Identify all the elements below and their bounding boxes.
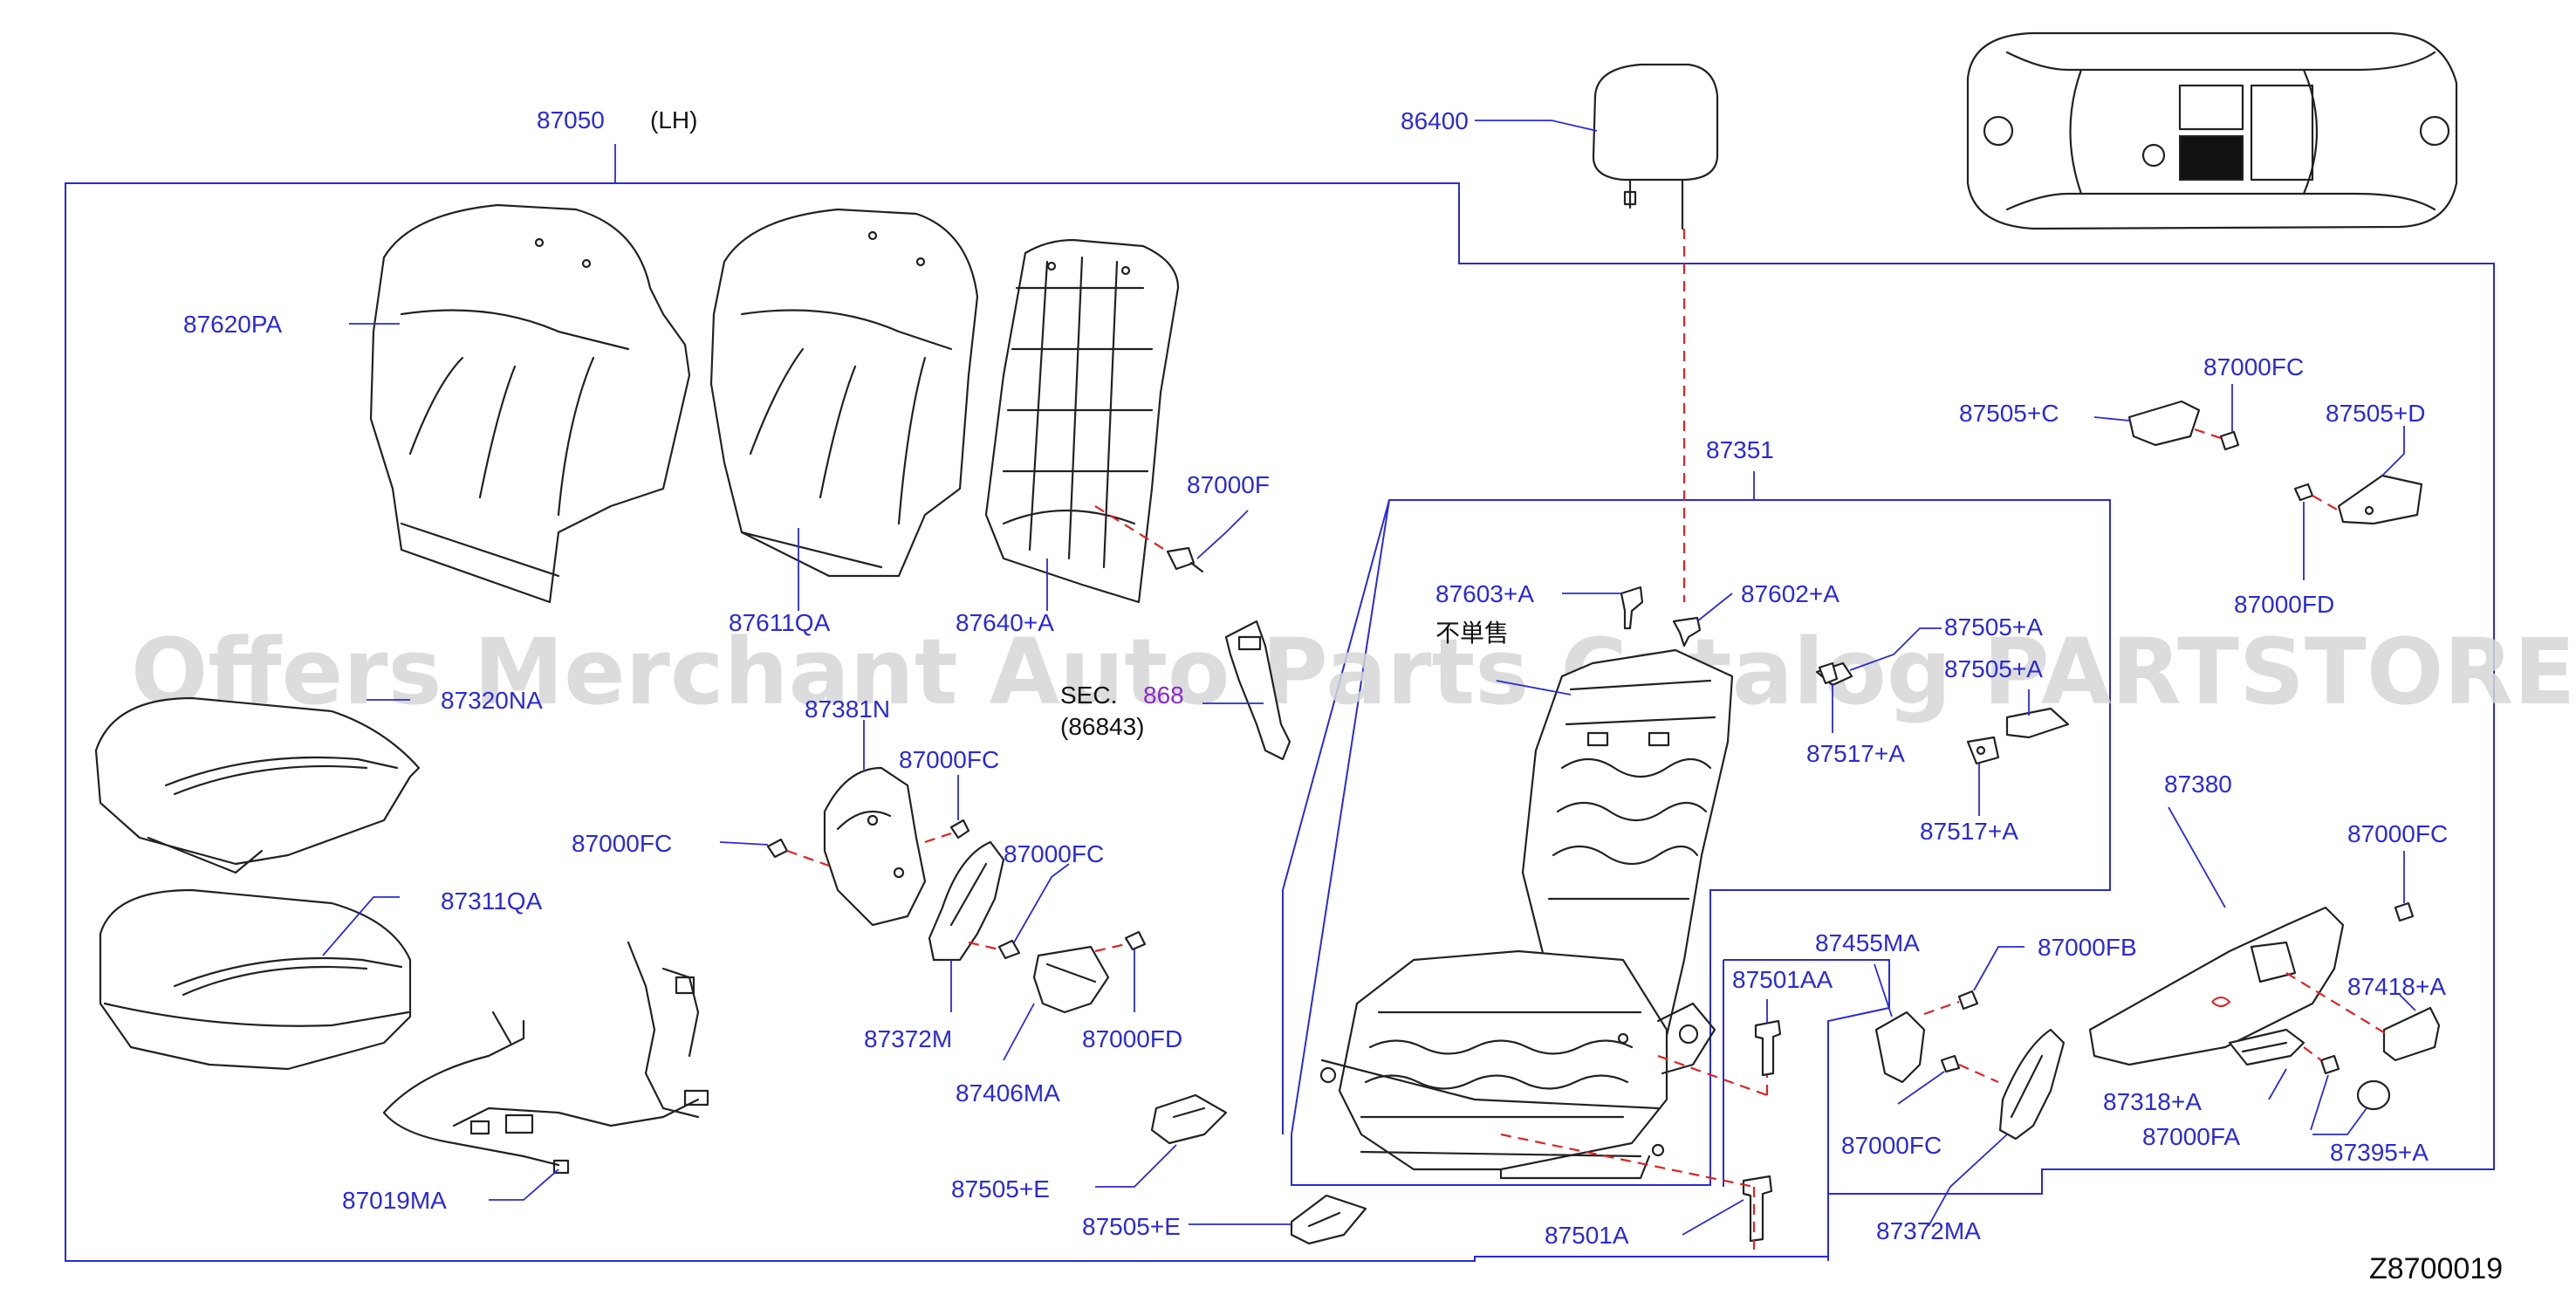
seat-frame-87351 [1319,648,1734,1180]
label-87000FA: 87000FA [2142,1123,2240,1150]
screw-87000FC-e [2394,851,2415,922]
screw-87000FB [1923,946,2024,1016]
knob-87418A [2285,972,2441,1062]
label-87372M: 87372M [864,1025,952,1052]
clip-87517A-b [1966,736,2000,816]
label-87320NA: 87320NA [441,687,543,714]
finisher-87381N [823,720,927,927]
label-sec-868: 868 [1143,682,1184,709]
clip-87505E-b [1189,1194,1367,1245]
lever-87372M [928,840,1005,1012]
harness-part [382,941,709,1201]
screw-87000FC-a [924,775,970,844]
label-87381N: 87381N [805,695,890,723]
assembly-frame [65,144,2495,1262]
screw-87000FD-a [1094,930,1147,1012]
cushion-pad-part [99,888,412,1071]
label-not-sold: 不単售 [1435,620,1509,647]
label-87000FB: 87000FB [2038,934,2137,961]
screw-87000FC-b [719,838,830,867]
label-87505E-a: 87505+E [951,1175,1050,1202]
screw-87000FC-d [2194,384,2240,451]
screw-87000F [1094,505,1249,573]
label-87517A-a: 87517+A [1806,740,1905,767]
clip-87603A [1562,586,1644,630]
clip-87602A [1672,593,1733,648]
labels: 87050 (LH) 86400 87620PA 87611QA 87640+A… [183,106,2503,1285]
knob-87318A [2228,1028,2305,1100]
seatback-pad-part [709,208,979,611]
label-87395A: 87395+A [2330,1139,2429,1166]
car-locator-icon [1966,31,2458,230]
bolt-87501A [1682,1175,1773,1243]
lever-87372MA [1928,1028,2066,1227]
label-86400: 86400 [1401,107,1469,134]
label-87501A: 87501A [1545,1222,1629,1249]
cushion-cover-part [94,696,421,874]
label-87318A: 87318+A [2103,1088,2202,1115]
clip-87517A-a [1818,661,1839,733]
label-87000FC-a: 87000FC [899,746,999,773]
label-87000FC-f: 87000FC [1841,1132,1942,1159]
label-87505C: 87505+C [1959,400,2059,427]
label-87505D: 87505+D [2326,400,2425,427]
label-87611QA: 87611QA [729,609,831,636]
label-87311QA: 87311QA [441,887,543,915]
headrest-part [1475,63,1719,602]
label-87372MA: 87372MA [1876,1217,1981,1244]
cap-87395A [2312,1079,2391,1135]
label-87505A-b: 87505+A [1944,655,2043,682]
label-87640A: 87640+A [956,609,1054,636]
seatback-cover-part [349,203,691,604]
screw-87000FC-c [968,863,1070,960]
side-finisher-87380 [2088,806,2345,1066]
label-87501AA: 87501AA [1732,966,1833,993]
label-87351: 87351 [1706,436,1774,463]
label-87406MA: 87406MA [956,1079,1060,1107]
back-board-part [984,238,1180,611]
label-87505E-b: 87505+E [1082,1213,1181,1240]
label-sec: SEC. [1060,682,1117,709]
label-87380: 87380 [2164,771,2232,798]
clip-87505E-a [1095,1093,1228,1188]
label-87603A: 87603+A [1435,580,1534,607]
label-87517A-b: 87517+A [1920,818,2018,845]
clip-87505C [2093,400,2201,447]
label-87000FD-a: 87000FD [1082,1025,1182,1052]
label-87000FD-b: 87000FD [2234,591,2334,618]
diagram-code: Z8700019 [2369,1252,2503,1285]
part-87406MA [1003,945,1110,1061]
label-87418A: 87418+A [2347,973,2446,1000]
label-87000FC-b: 87000FC [572,830,672,857]
clip-87505A-b [2005,689,2070,739]
label-87050: 87050 [537,106,605,134]
frame-87372MA [1723,959,1890,1261]
label-lh: (LH) [650,106,697,134]
screw-87000FD-b [2293,483,2340,580]
screw-87000FA [2303,1046,2340,1131]
watermark: Offers Merchant Auto Parts Catalog PARTS… [131,619,2576,725]
sec-868-part [1202,620,1291,761]
label-87000F: 87000F [1187,471,1270,498]
frame-dashed-links [1500,1054,1769,1257]
label-87602A: 87602+A [1741,580,1840,607]
bolt-87501AA [1754,999,1782,1077]
part-87455MA [1874,963,1926,1084]
screw-87000FC-f [1897,1054,1999,1105]
label-87000FC-d: 87000FC [2203,353,2304,380]
label-87000FC-e: 87000FC [2347,820,2448,847]
label-87505A-a: 87505+A [1944,613,2043,641]
label-sec-sub: (86843) [1060,713,1145,740]
label-87620PA: 87620PA [183,311,282,338]
label-87455MA: 87455MA [1815,929,1920,956]
label-87019MA: 87019MA [342,1187,447,1214]
label-87000FC-c: 87000FC [1004,840,1104,867]
clip-87505D [2337,426,2423,525]
